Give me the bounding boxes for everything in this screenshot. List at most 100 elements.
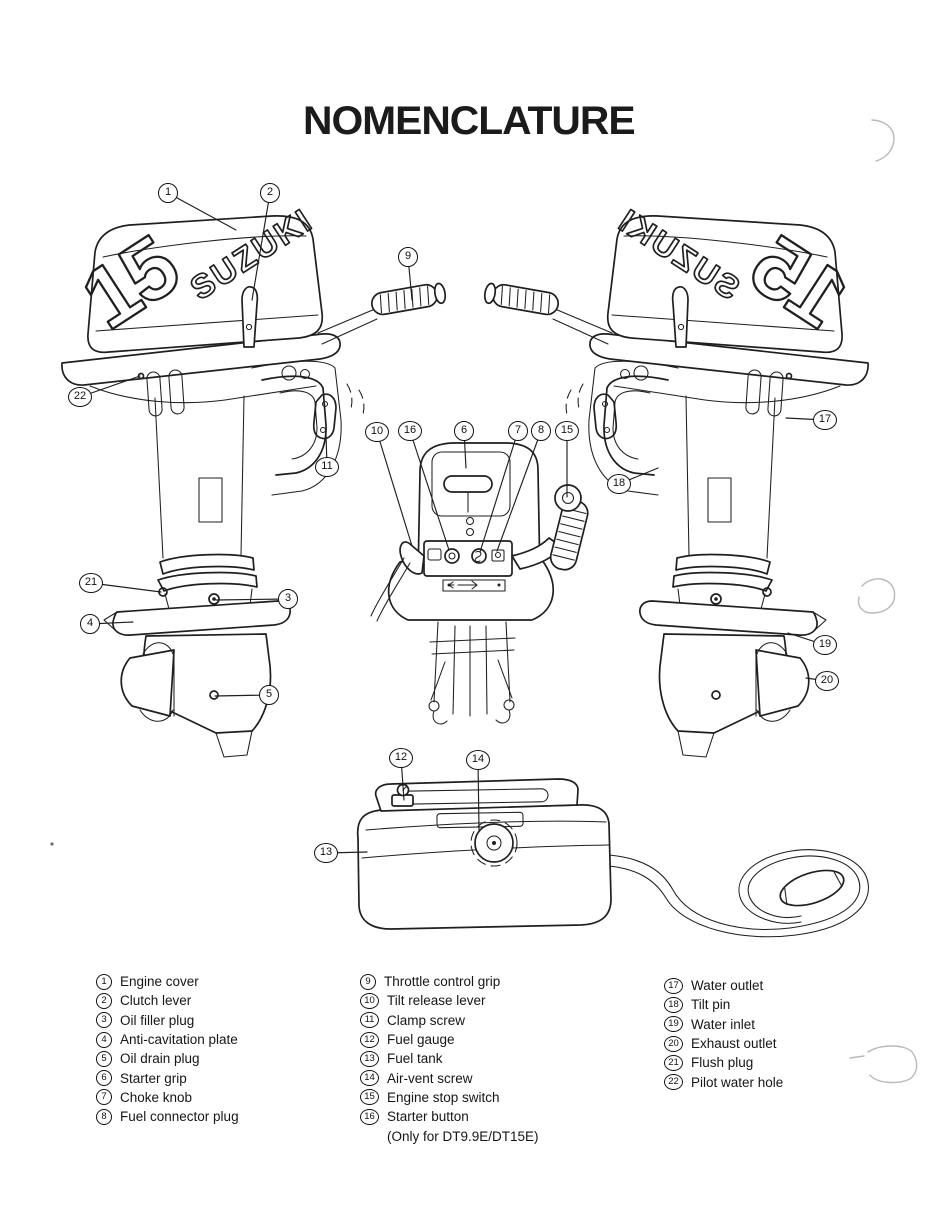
diagram-callout-1: 1 — [158, 183, 178, 203]
diagram-callout-9: 9 — [398, 247, 418, 267]
legend-item-5: 5 Oil drain plug — [96, 1049, 376, 1068]
legend-label: Anti-cavitation plate — [120, 1032, 238, 1048]
legend-item-22: 22 Pilot water hole — [664, 1072, 935, 1091]
circled-number: 8 — [96, 1108, 112, 1125]
circled-number: 3 — [96, 1012, 112, 1029]
leader-line-14 — [477, 759, 480, 831]
legend-label: Pilot water hole — [691, 1074, 784, 1090]
legend-label: Engine stop switch — [387, 1089, 500, 1105]
circled-number: 17 — [664, 977, 683, 994]
legend-item-6: 6 Starter grip — [96, 1068, 376, 1087]
leader-line-1 — [167, 192, 237, 231]
legend-item-11: 11 Clamp screw — [360, 1011, 640, 1030]
circled-number: 5 — [96, 1050, 112, 1067]
circled-number: 11 — [360, 1012, 379, 1029]
legend-item-3: 3 Oil filler plug — [96, 1011, 376, 1030]
circled-number: 12 — [360, 1031, 379, 1048]
diagram-callout-19: 19 — [813, 635, 837, 655]
legend-item-13: 13 Fuel tank — [360, 1049, 640, 1068]
circled-number: 15 — [360, 1089, 379, 1106]
legend-label: Water inlet — [691, 1016, 756, 1032]
legend-item-8: 8 Fuel connector plug — [96, 1107, 376, 1126]
legend-label: Clutch lever — [120, 993, 192, 1009]
diagram-callout-11: 11 — [315, 457, 339, 477]
circled-number: 7 — [96, 1089, 112, 1106]
legend-label: Oil drain plug — [120, 1051, 200, 1067]
legend-column-2: 9 Throttle control grip 10 Tilt release lev… — [360, 972, 640, 1146]
leader-line-2 — [251, 192, 271, 301]
circled-number: 13 — [360, 1050, 379, 1067]
legend-label: Starter grip — [120, 1070, 187, 1086]
legend-item-15: 15 Engine stop switch — [360, 1088, 640, 1107]
circled-number: 22 — [664, 1074, 683, 1091]
legend-item-2: 2 Clutch lever — [96, 991, 376, 1010]
legend-item-10: 10 Tilt release lever — [360, 991, 640, 1010]
circled-number: 4 — [96, 1031, 112, 1048]
circled-number: 14 — [360, 1070, 379, 1087]
diagram-callout-14: 14 — [466, 750, 490, 770]
diagram-callout-16: 16 — [398, 421, 422, 441]
legend-label: Choke knob — [120, 1089, 193, 1105]
legend-label: Fuel tank — [387, 1051, 443, 1067]
outboard-side-view-mirrored — [482, 140, 870, 759]
diagram-callout-4: 4 — [80, 614, 100, 634]
circled-number: 20 — [664, 1035, 683, 1052]
leader-line-8 — [496, 430, 542, 552]
circled-number: 2 — [96, 992, 112, 1009]
diagram-callout-3: 3 — [278, 589, 298, 609]
circled-number: 9 — [360, 973, 376, 990]
legend-label: Fuel connector plug — [120, 1109, 239, 1125]
legend-label: Water outlet — [691, 978, 764, 994]
diagram-callout-12: 12 — [389, 748, 413, 768]
legend-label: Air-vent screw — [387, 1070, 473, 1086]
legend-label: Tilt release lever — [387, 993, 486, 1009]
legend-item-19: 19 Water inlet — [664, 1015, 935, 1034]
legend-item-17: 17 Water outlet — [664, 976, 935, 995]
diagram-callout-15: 15 — [555, 421, 579, 441]
legend-item-14: 14 Air-vent screw — [360, 1068, 640, 1087]
legend-item-20: 20 Exhaust outlet — [664, 1034, 935, 1053]
leader-line-7 — [479, 430, 519, 553]
circled-number: 6 — [96, 1070, 112, 1087]
circled-number: 19 — [664, 1016, 683, 1033]
legend-item-16: 16 Starter button — [360, 1107, 640, 1126]
legend-item-9: 9 Throttle control grip — [360, 972, 640, 991]
legend-label: Throttle control grip — [384, 974, 501, 990]
legend-item-7: 7 Choke knob — [96, 1088, 376, 1107]
diagram-callout-21: 21 — [79, 573, 103, 593]
legend-item-1: 1 Engine cover — [96, 972, 376, 991]
circled-number: 1 — [96, 973, 112, 990]
diagram-callout-2: 2 — [260, 183, 280, 203]
circled-number: 21 — [664, 1054, 683, 1071]
fuel-tank-view — [356, 778, 869, 938]
legend-item-12: 12 Fuel gauge — [360, 1030, 640, 1049]
leader-line-16 — [409, 430, 450, 551]
diagram-callout-7: 7 — [508, 421, 528, 441]
outboard-front-view — [370, 442, 589, 725]
legend-label: Starter button — [387, 1109, 469, 1125]
circled-number: 18 — [664, 996, 683, 1013]
legend-label: Clamp screw — [387, 1012, 466, 1028]
legend-note: (Only for DT9.9E/DT15E) — [387, 1128, 539, 1144]
circled-number: 16 — [360, 1108, 379, 1125]
circled-number: 10 — [360, 992, 379, 1009]
diagram-callout-17: 17 — [813, 410, 837, 430]
legend-item-4: 4 Anti-cavitation plate — [96, 1030, 376, 1049]
legend-label: Oil filler plug — [120, 1012, 195, 1028]
leader-line-3 — [215, 598, 289, 601]
diagram-callout-20: 20 — [815, 671, 839, 691]
legend-label: Engine cover — [120, 974, 199, 990]
diagram-callout-10: 10 — [365, 422, 389, 442]
legend-label: Fuel gauge — [387, 1032, 455, 1048]
legend-label: Exhaust outlet — [691, 1036, 777, 1052]
scan-artifacts — [50, 119, 918, 1084]
page-title: NOMENCLATURE — [303, 99, 636, 143]
legend-label: Flush plug — [691, 1055, 754, 1071]
diagram-callout-6: 6 — [454, 421, 474, 441]
diagram-callout-8: 8 — [531, 421, 551, 441]
diagram-callout-5: 5 — [259, 685, 279, 705]
